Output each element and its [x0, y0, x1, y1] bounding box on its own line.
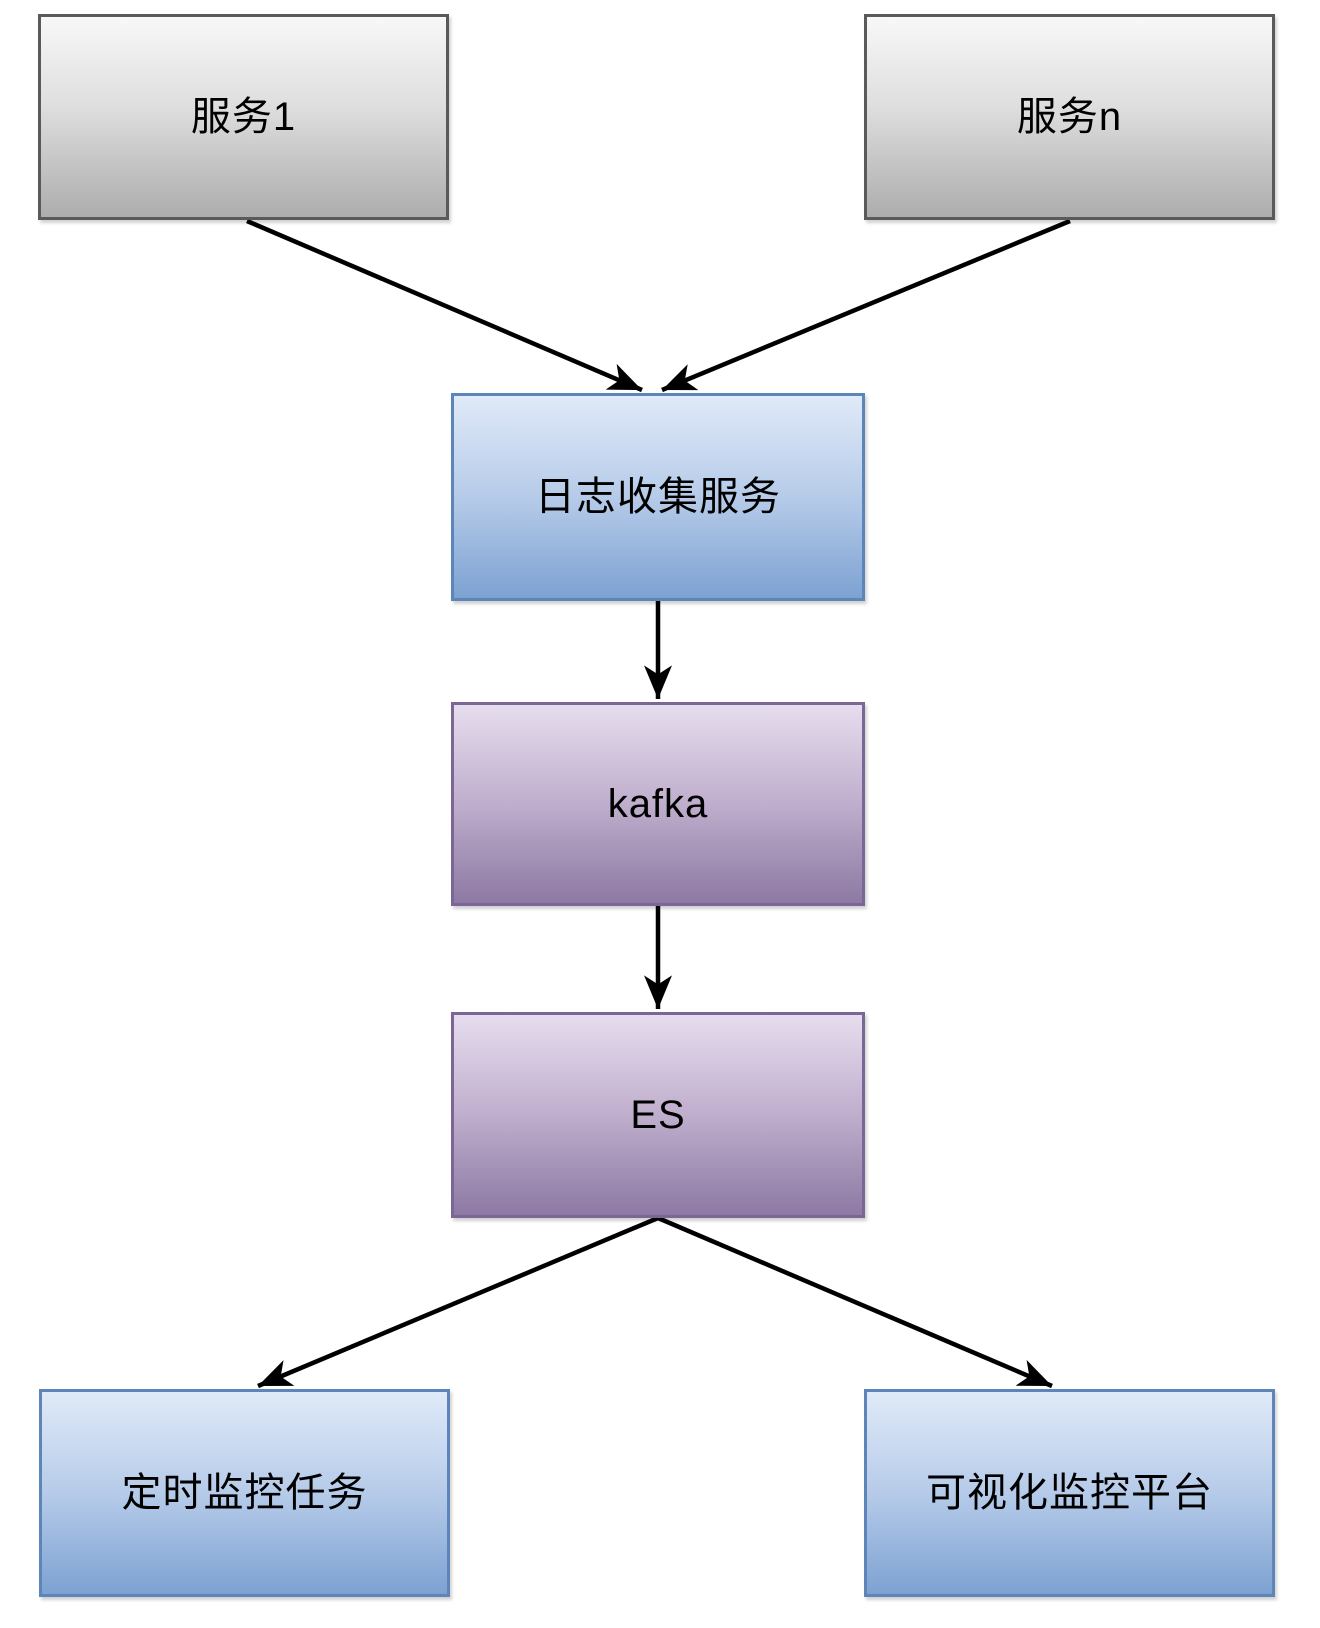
- node-service-1: 服务1: [38, 14, 449, 220]
- node-visual-monitor-platform: 可视化监控平台: [864, 1389, 1275, 1597]
- node-kafka: kafka: [451, 702, 865, 906]
- node-log-collection-service: 日志收集服务: [451, 393, 865, 601]
- node-es: ES: [451, 1012, 865, 1218]
- node-scheduled-monitor-task: 定时监控任务: [39, 1389, 450, 1597]
- node-scheduled-monitor-task-label: 定时监控任务: [121, 1471, 368, 1515]
- node-log-collection-service-label: 日志收集服务: [535, 475, 781, 519]
- edge-es-to-timertask: [257, 1215, 659, 1389]
- node-service-n: 服务n: [864, 14, 1275, 220]
- edge-servicen-to-logcollect: [661, 218, 1071, 393]
- node-service-n-label: 服务n: [1016, 95, 1123, 139]
- edge-service1-to-logcollect: [246, 218, 643, 393]
- edge-es-to-visualplatform: [657, 1215, 1053, 1389]
- node-service-1-label: 服务1: [190, 95, 297, 139]
- node-es-label: ES: [630, 1093, 686, 1137]
- node-kafka-label: kafka: [607, 782, 709, 826]
- node-visual-monitor-platform-label: 可视化监控平台: [926, 1471, 1213, 1515]
